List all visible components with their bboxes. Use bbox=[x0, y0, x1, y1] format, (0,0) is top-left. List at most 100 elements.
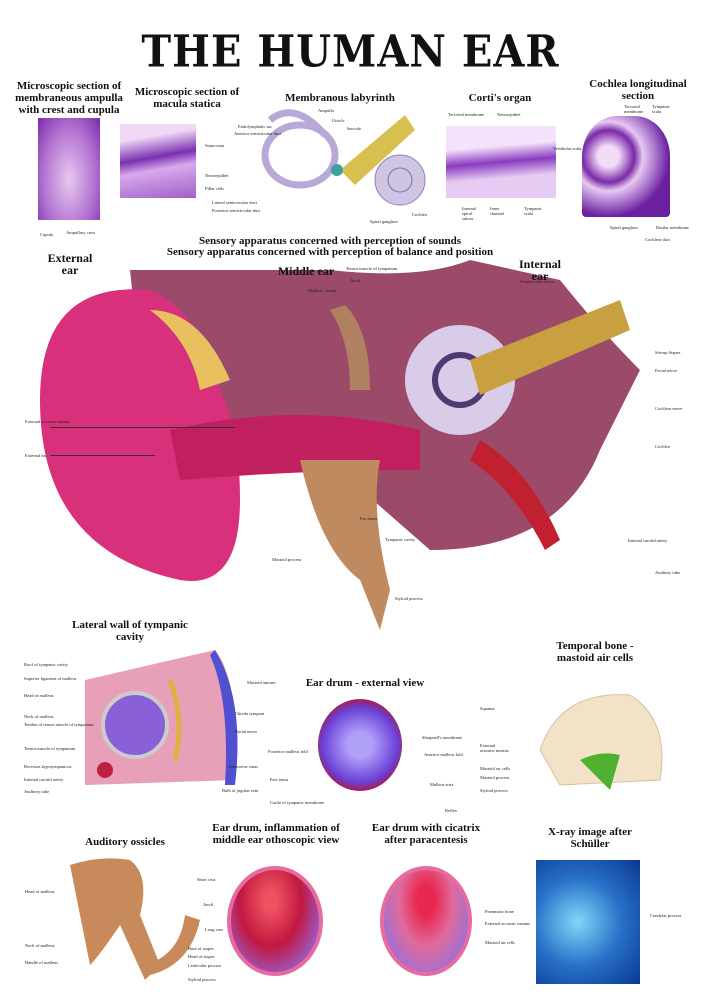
sensory-line-1: Sensory apparatus concerned with percept… bbox=[199, 235, 461, 247]
inflamed-eardrum-illustration bbox=[227, 866, 323, 976]
label: Ear drum bbox=[360, 516, 377, 521]
temporal-title: Temporal bone - mastoid air cells bbox=[556, 640, 634, 664]
label: Saccule bbox=[347, 126, 361, 131]
label: Styloid process bbox=[480, 788, 508, 793]
label: Neuroepithel bbox=[205, 173, 229, 178]
label: Head of malleus bbox=[25, 889, 55, 894]
macula-micrograph bbox=[120, 124, 196, 198]
label: Condylar process bbox=[650, 913, 682, 918]
label: Pneumatic bone bbox=[485, 909, 514, 914]
label: External acoustic meatus bbox=[25, 419, 70, 424]
eardrum-illustration bbox=[318, 699, 402, 791]
lateral-wall-title: Lateral wall of tympanic cavity bbox=[72, 619, 188, 643]
label: Pars tensa bbox=[270, 777, 289, 782]
cicatrix-eardrum-illustration bbox=[380, 866, 472, 976]
label: Internal carotid artery bbox=[628, 538, 668, 543]
label: Cochlea bbox=[655, 444, 670, 449]
label: Ampulla bbox=[318, 108, 334, 113]
auditory-ossicles-illustration bbox=[70, 858, 200, 980]
label: Tensor muscle of tympanum bbox=[24, 746, 76, 751]
label: Malleus / heads bbox=[308, 288, 337, 293]
label: Recessus hypotympanicus bbox=[24, 764, 72, 769]
label: Tympanic scala bbox=[652, 104, 670, 114]
ampulla-micrograph bbox=[38, 118, 100, 220]
label: Vestibular scala bbox=[553, 146, 582, 151]
label: Shrapnell's membrane bbox=[422, 735, 462, 740]
xray-title: X-ray image after Schüller bbox=[548, 826, 632, 850]
label: Internal carotid artery bbox=[24, 777, 64, 782]
label: Roof of tympanic cavity bbox=[24, 662, 68, 667]
inflammation-title: Ear drum, inflammation of middle ear oth… bbox=[212, 822, 340, 846]
lateral-wall-illustration bbox=[85, 650, 238, 785]
label: Semicircular ducts bbox=[520, 279, 554, 284]
label: Inner channel bbox=[490, 206, 504, 216]
label: Cochlear nerve bbox=[655, 406, 683, 411]
label: Auditory tube bbox=[655, 570, 681, 575]
label: Cochlea bbox=[412, 212, 427, 217]
label: Neuroepithel bbox=[497, 112, 521, 117]
label: Mastoid process bbox=[480, 775, 510, 780]
xray-image bbox=[536, 860, 640, 984]
label: Posterior semicircular duct bbox=[212, 208, 261, 213]
labyrinth-title: Membranous labyrinth bbox=[285, 92, 395, 104]
label: Tectorial membrane bbox=[448, 112, 485, 117]
label: Endolymphatic sac bbox=[238, 124, 273, 129]
label: Base of stapes bbox=[188, 946, 214, 951]
label: Anvil bbox=[203, 902, 214, 907]
middle-ear-heading: Middle ear bbox=[277, 264, 335, 278]
label: Styloid process bbox=[188, 977, 216, 982]
sensory-caption: Sensory apparatus concerned with percept… bbox=[120, 236, 540, 258]
label: Tensor muscle of tympanum bbox=[346, 266, 398, 271]
label: Transverse sinus bbox=[228, 764, 258, 769]
label: Lateral semicircular duct bbox=[212, 200, 257, 205]
label: Tectorial membrane bbox=[624, 104, 643, 114]
label: Reflex bbox=[445, 808, 457, 813]
label: Mastoid air cells bbox=[485, 940, 515, 945]
cochlea-section-title: Cochlea longitudinal section bbox=[589, 78, 687, 102]
label: Neck of malleus bbox=[25, 943, 55, 948]
label: Head of malleus bbox=[24, 693, 54, 698]
label: Internal spiral sulcus bbox=[462, 206, 476, 221]
label: Neck of malleus bbox=[24, 714, 54, 719]
macula-title: Microscopic section of macula statica bbox=[134, 86, 240, 110]
label: Tendon of tensor muscle of tympanum bbox=[24, 722, 94, 727]
label: Cochlear duct bbox=[645, 237, 671, 242]
label: External acoustic meatus bbox=[480, 743, 509, 753]
sensory-line-2: Sensory apparatus concerned with percept… bbox=[166, 246, 494, 258]
label: Tympanic scala bbox=[524, 206, 542, 216]
corti-micrograph bbox=[446, 126, 556, 198]
eardrum-title: Ear drum - external view bbox=[305, 677, 425, 689]
temporal-bone-illustration bbox=[539, 694, 663, 790]
label: Styloid process bbox=[395, 596, 423, 601]
label: Handle of malleus bbox=[25, 960, 58, 965]
internal-ear-heading: Internal ear bbox=[519, 257, 561, 283]
label: Chorda tympani bbox=[235, 711, 265, 716]
label: Anvil bbox=[350, 278, 361, 283]
label: Malleus stria bbox=[430, 782, 454, 787]
label: Basilar membrane bbox=[656, 225, 689, 230]
label: Tympanic cavity bbox=[385, 537, 416, 542]
label: External acoustic meatus bbox=[485, 921, 530, 926]
label: Pillar cells bbox=[205, 186, 225, 191]
label: Utricle bbox=[332, 118, 345, 123]
cicatrix-title: Ear drum with cicatrix after paracentesi… bbox=[371, 822, 481, 846]
label: Bulb of jugular vein bbox=[222, 788, 259, 793]
label: Stirrup Stapes bbox=[655, 350, 681, 355]
corti-title: Corti's organ bbox=[468, 92, 532, 104]
label: Mastoid process bbox=[272, 557, 302, 562]
page-title: THE HUMAN EAR bbox=[141, 25, 560, 78]
label: Squama bbox=[480, 706, 495, 711]
label: Posterior malleus fold bbox=[268, 749, 308, 754]
label: Anterior malleus fold bbox=[424, 752, 463, 757]
label: Short crus bbox=[197, 877, 216, 882]
label: Mastoid antrum bbox=[247, 680, 276, 685]
ampulla-title: Microscopic section of membraneous ampul… bbox=[15, 80, 123, 116]
external-ear-heading: External ear bbox=[47, 251, 93, 277]
label: Mastoid air cells bbox=[480, 766, 510, 771]
label: Facial nerve bbox=[655, 368, 678, 373]
label: Ampullary crest bbox=[66, 230, 96, 235]
label: Spiral ganglion bbox=[370, 219, 398, 224]
label: External ear bbox=[25, 453, 47, 458]
label: Lenticular process bbox=[188, 963, 222, 968]
cochlea-micrograph bbox=[582, 116, 670, 217]
